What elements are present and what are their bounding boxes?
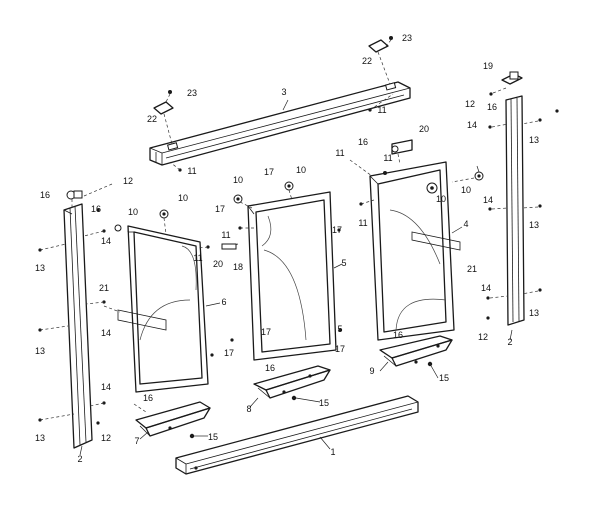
callout-19: 19 [483,61,493,71]
callout-17: 17 [261,327,271,337]
callout-16: 16 [487,102,497,112]
callout-5: 5 [337,324,342,334]
callout-12: 12 [465,99,475,109]
callout-9: 9 [369,366,374,376]
bottom-guide-right [379,335,453,367]
callout-14: 14 [483,195,493,205]
callout-13: 13 [529,220,539,230]
callout-labels: 23 22 3 23 22 11 11 19 12 16 14 13 16 20… [35,33,539,464]
bottom-sill-rail [175,395,419,475]
callout-13: 13 [529,135,539,145]
callout-22: 22 [362,56,372,66]
callout-4: 4 [463,219,468,229]
callout-14: 14 [481,283,491,293]
callout-23: 23 [187,88,197,98]
callout-12: 12 [101,433,111,443]
callout-22: 22 [147,114,157,124]
left-door-handle [103,305,167,331]
right-door-panel [349,139,484,341]
callout-13: 13 [35,433,45,443]
rail-screws [169,93,394,172]
callout-17: 17 [332,225,342,235]
callout-11: 11 [221,230,230,240]
callout-10: 10 [461,185,471,195]
callout-13: 13 [35,346,45,356]
callout-1: 1 [330,447,335,457]
callout-17: 17 [335,344,345,354]
callout-12: 12 [123,176,133,186]
left-jamb [63,190,93,449]
callout-3: 3 [281,87,286,97]
bottom-guide-left [133,401,211,439]
callout-5: 5 [341,258,346,268]
callout-14: 14 [467,120,477,130]
callout-11: 11 [193,253,202,263]
callout-7: 7 [134,436,139,446]
callout-15: 15 [319,398,329,408]
callout-11: 11 [335,148,344,158]
callout-13: 13 [529,308,539,318]
callout-20: 20 [419,124,429,134]
callout-2: 2 [77,454,82,464]
callout-16: 16 [40,190,50,200]
callout-17: 17 [264,167,274,177]
callout-16: 16 [91,204,101,214]
callout-11: 11 [377,105,386,115]
callout-16: 16 [265,363,275,373]
callout-14: 14 [101,382,111,392]
callout-11: 11 [383,153,392,163]
callout-6: 6 [221,297,226,307]
callout-23: 23 [402,33,412,43]
callout-15: 15 [208,432,218,442]
left-door-panel [114,209,214,393]
callout-16: 16 [143,393,153,403]
callout-15: 15 [439,373,449,383]
callout-2: 2 [507,337,512,347]
callout-21: 21 [467,264,477,274]
callout-12: 12 [478,332,488,342]
right-jamb [486,71,559,326]
callout-20: 20 [213,259,223,269]
left-jamb-screws [38,183,113,425]
callout-10: 10 [296,165,306,175]
middle-door-panel [221,181,342,361]
callout-14: 14 [101,236,111,246]
callout-16: 16 [393,330,403,340]
top-header-rail [149,81,411,166]
callout-8: 8 [246,404,251,414]
callout-11: 11 [187,166,196,176]
top-bracket-right [368,36,393,85]
top-bracket-left [153,90,174,145]
callout-10: 10 [178,193,188,203]
callout-16: 16 [358,137,368,147]
callout-10: 10 [128,207,138,217]
callout-18: 18 [233,262,243,272]
callout-21: 21 [99,283,109,293]
callout-10: 10 [233,175,243,185]
callout-17: 17 [224,348,234,358]
callout-13: 13 [35,263,45,273]
callout-10: 10 [436,194,446,204]
bottom-guide-middle [253,365,331,401]
callout-17: 17 [215,204,225,214]
leader-lines [79,99,513,456]
callout-14: 14 [101,328,111,338]
callout-11: 11 [358,218,367,228]
